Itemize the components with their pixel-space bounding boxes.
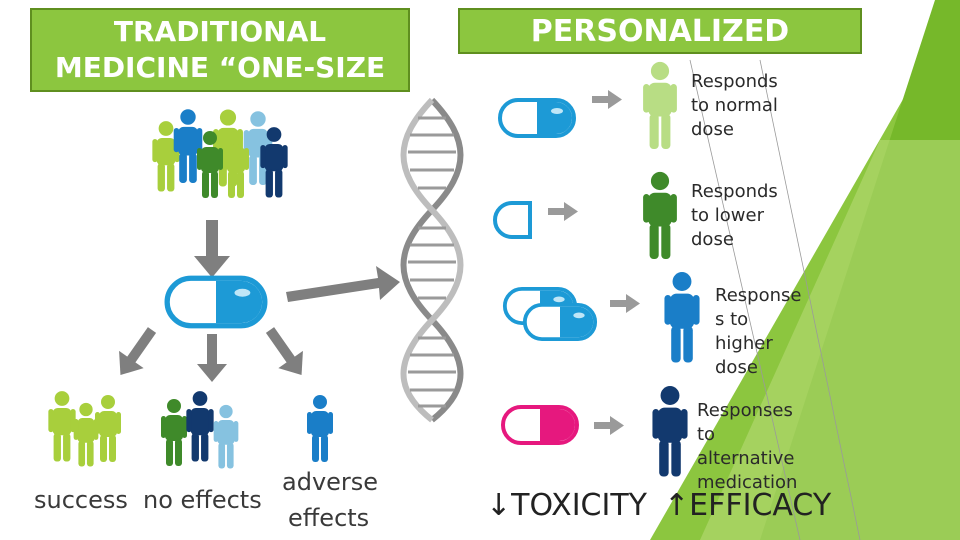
person-icon [643,62,677,149]
dna-icon [404,100,461,420]
person-icon [643,172,677,259]
arrow-down-left-icon [108,321,164,383]
success-group [48,391,121,466]
arrow-down-right-icon [258,321,314,383]
arrow-down-icon [194,220,230,278]
crowd-group [152,109,287,198]
adverse-label-line2: effects [288,504,369,532]
row1-label: Responds to normal dose [691,70,778,142]
pill-half-icon [495,203,530,237]
toxicity-label: ↓TOXICITY [486,488,647,523]
arrow-right-small-icon [548,202,578,221]
pill-pink-icon [503,407,577,443]
row3-label: Response s to higher dose [715,284,801,380]
person-icon [74,403,99,467]
row2-label: Responds to lower dose [691,180,778,252]
person-icon [664,272,699,362]
person-icon [161,399,187,466]
arrow-right-icon [286,266,400,302]
pill-icon [525,305,595,339]
person-icon [652,386,687,476]
no-effects-label: no effects [143,486,262,514]
arrow-right-small-icon [594,416,624,435]
person-icon [95,395,121,462]
no-effects-group [161,391,238,468]
arrow-right-small-icon [592,90,622,109]
person-icon [214,405,239,469]
adverse-group [307,395,333,462]
person-icon [186,391,213,461]
arrow-down-icon [197,334,227,382]
person-icon [307,395,333,462]
person-icon [174,109,203,183]
adverse-label-line1: adverse [282,468,378,496]
success-label: success [34,486,128,514]
row4-label: Responses to alternative medication [697,399,797,495]
pill-icon [167,278,265,326]
arrow-right-small-icon [610,294,640,313]
person-icon [48,391,75,461]
efficacy-label: ↑EFFICACY [664,488,831,523]
pill-icon [500,100,574,136]
